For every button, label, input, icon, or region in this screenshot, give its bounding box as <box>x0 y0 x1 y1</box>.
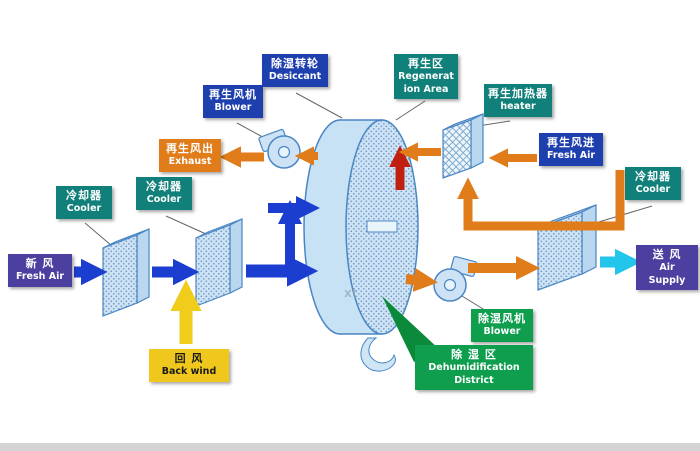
label-cooler-right: 冷却器 Cooler <box>625 167 681 200</box>
wheel-hub <box>366 220 398 233</box>
label-air-supply-en: Air Supply <box>648 262 686 286</box>
regeneration-air-arrows <box>219 142 625 292</box>
label-regen-exhaust-en: Exhaust <box>168 156 212 168</box>
label-cooler-right-en: Cooler <box>635 184 671 196</box>
label-fresh-air-in-zh: 新 风 <box>25 257 55 270</box>
watermark-text: xt <box>344 286 358 300</box>
label-regen-fresh-air-zh: 再生风进 <box>547 136 595 149</box>
label-dehumid-blower: 除湿风机 Blower <box>471 309 533 342</box>
label-cooler-right-zh: 冷却器 <box>635 170 671 183</box>
label-dehumid-district-zh: 除 湿 区 <box>451 348 497 361</box>
label-regen-heater: 再生加热器 heater <box>484 84 552 117</box>
label-fresh-air-in-en: Fresh Air <box>15 271 65 283</box>
label-dehumid-blower-zh: 除湿风机 <box>478 312 526 325</box>
label-desiccant-wheel-zh: 除湿转轮 <box>271 57 319 70</box>
label-regen-blower-zh: 再生风机 <box>209 88 257 101</box>
label-air-supply: 送 风 Air Supply <box>636 245 698 290</box>
label-desiccant-wheel: 除湿转轮 Desiccant <box>262 54 328 87</box>
label-cooler-2: 冷却器 Cooler <box>136 177 192 210</box>
label-cooler-2-en: Cooler <box>146 194 182 206</box>
heater-shape <box>442 113 484 179</box>
label-fresh-air-in: 新 风 Fresh Air <box>8 254 72 287</box>
label-cooler-1-zh: 冷却器 <box>66 189 102 202</box>
label-desiccant-wheel-en: Desiccant <box>268 71 322 83</box>
bottom-strip <box>0 443 700 451</box>
label-regen-heater-zh: 再生加热器 <box>488 87 548 100</box>
process-air-arrows <box>74 195 320 287</box>
cooler-box-right <box>537 204 597 291</box>
desiccant-wheel-shape <box>303 119 419 335</box>
label-dehumid-district-en: Dehumidification District <box>428 362 520 386</box>
label-regeneration-area-zh: 再生区 <box>408 57 444 70</box>
label-air-supply-zh: 送 风 <box>652 248 682 261</box>
label-regen-blower-en: Blower <box>214 102 252 114</box>
label-regen-exhaust: 再生风出 Exhaust <box>159 139 221 172</box>
label-back-wind: 回 风 Back wind <box>149 349 229 382</box>
condensate-curl-shape <box>360 337 396 372</box>
label-regeneration-area: 再生区 Regeneration Area <box>394 54 458 99</box>
cooler-box-2 <box>195 218 243 307</box>
label-regen-heater-en: heater <box>500 101 536 113</box>
label-regen-fresh-air: 再生风进 Fresh Air <box>539 133 603 166</box>
label-regen-blower: 再生风机 Blower <box>203 85 263 118</box>
label-regeneration-area-en: Regeneration Area <box>398 71 454 95</box>
label-dehumid-district: 除 湿 区 Dehumidification District <box>415 345 533 390</box>
label-regen-exhaust-zh: 再生风出 <box>166 142 214 155</box>
label-back-wind-zh: 回 风 <box>174 352 204 365</box>
label-dehumid-blower-en: Blower <box>483 326 521 338</box>
label-cooler-1-en: Cooler <box>66 203 102 215</box>
cooler-box-1 <box>102 228 150 317</box>
dehumid-fan-shape <box>433 255 478 302</box>
label-regen-fresh-air-en: Fresh Air <box>546 150 596 162</box>
label-cooler-2-zh: 冷却器 <box>146 180 182 193</box>
label-back-wind-en: Back wind <box>161 366 217 378</box>
regen-fan-shape <box>258 128 301 169</box>
label-cooler-1: 冷却器 Cooler <box>56 186 112 219</box>
